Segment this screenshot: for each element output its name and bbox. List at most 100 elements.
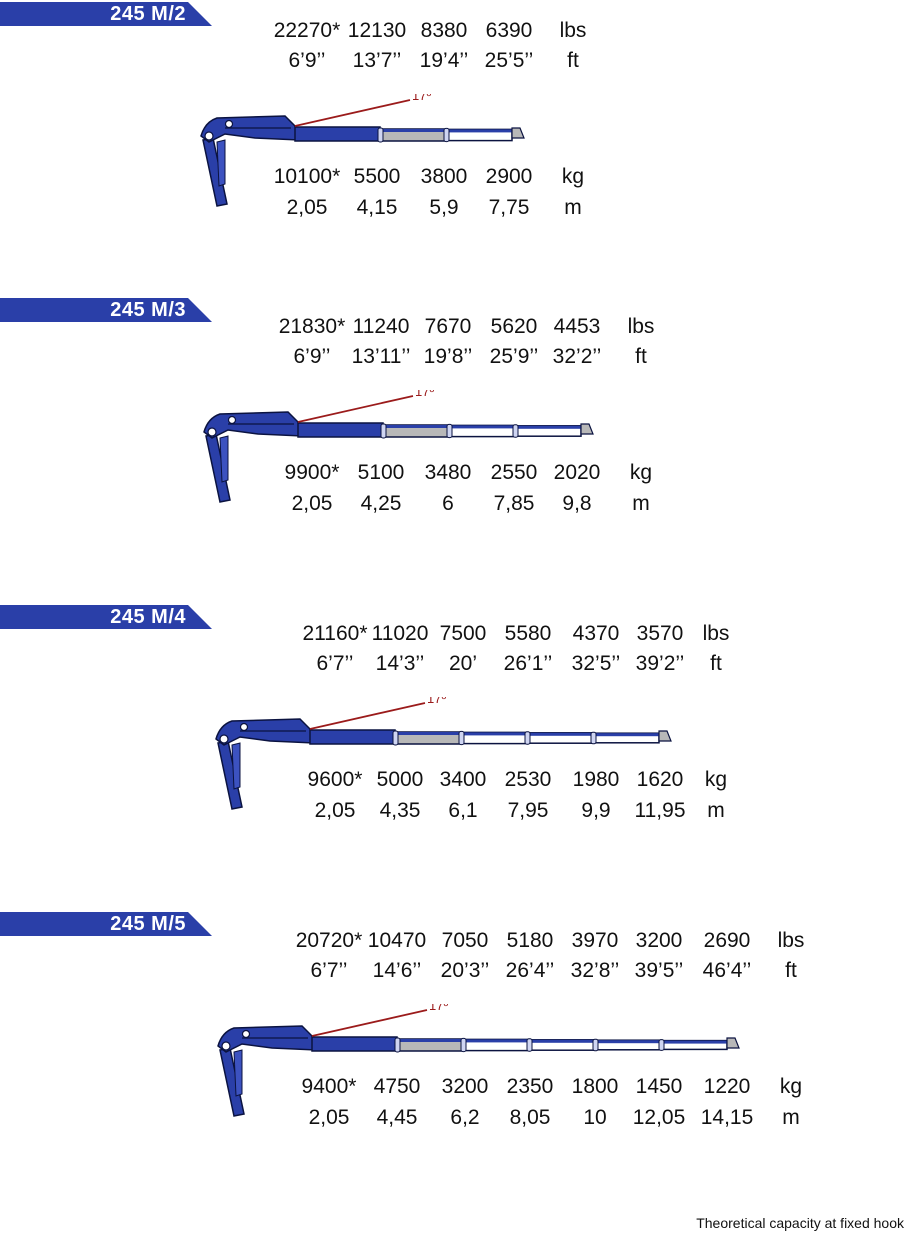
angle-label: 17º [412,94,431,103]
value-ft: 32’8’’ [570,959,620,982]
crane-diagram: 17º [203,390,594,503]
angle-indicator-line [311,1009,428,1037]
value-lbs: 5180 [506,929,554,952]
value-m: 6,1 [448,799,478,822]
unit-ft: ft [635,345,647,368]
value-ft: 20’ [448,652,478,675]
crane-diagram: 17º [215,697,672,810]
model-tag: 245 M/5 [0,912,212,936]
value-m: 6,2 [450,1106,480,1129]
unit-lbs: lbs [559,19,587,42]
crane-boom-section [294,126,381,142]
value-lbs: 3200 [635,929,683,952]
value-kg: 2020 [553,461,601,484]
value-lbs: 11020 [371,622,429,645]
value-ft: 39’5’’ [634,959,684,982]
value-kg: 3200 [441,1075,489,1098]
value-kg: 10100* [273,165,341,188]
value-ft: 14’6’’ [372,959,422,982]
value-m: 4,15 [356,196,398,219]
value-ft: 6’7’’ [316,652,354,675]
crane-boom-section [309,729,396,745]
value-m: 6 [442,492,454,515]
unit-m: m [707,799,725,822]
angle-label: 17º [415,390,434,399]
value-ft: 26’1’’ [503,652,553,675]
value-lbs: 8380 [420,19,468,42]
model-name: 245 M/4 [110,606,186,628]
unit-lbs: lbs [702,622,730,645]
crane-main-arm [217,1025,317,1053]
value-ft: 20’3’’ [440,959,490,982]
value-ft: 25’9’’ [489,345,539,368]
value-ft: 39’2’’ [635,652,685,675]
value-m: 2,05 [314,799,356,822]
value-ft: 13’11’’ [351,345,411,368]
value-kg: 3400 [439,768,487,791]
crane-main-arm [215,718,315,746]
value-kg: 2530 [504,768,552,791]
value-m: 2,05 [308,1106,350,1129]
unit-kg: kg [779,1075,803,1098]
value-m: 10 [583,1106,607,1129]
unit-m: m [564,196,582,219]
unit-ft: ft [710,652,722,675]
value-lbs: 12130 [347,19,407,42]
value-kg: 2550 [490,461,538,484]
value-m: 4,35 [379,799,421,822]
crane-diagram: 17º [200,94,525,207]
value-m: 4,25 [360,492,402,515]
value-m: 2,05 [286,196,328,219]
value-kg: 5100 [357,461,405,484]
model-name: 245 M/5 [110,913,186,935]
value-lbs: 22270* [273,19,341,42]
value-lbs: 7500 [439,622,487,645]
value-lbs: 2690 [703,929,751,952]
value-kg: 3800 [420,165,468,188]
unit-kg: kg [629,461,653,484]
value-kg: 9600* [307,768,363,791]
value-ft: 19’4’’ [419,49,469,72]
value-ft: 13’7’’ [352,49,402,72]
model-tag: 245 M/2 [0,2,212,26]
unit-lbs: lbs [627,315,655,338]
value-m: 7,75 [488,196,530,219]
unit-m: m [632,492,650,515]
unit-m: m [782,1106,800,1129]
crane-boom-section [297,422,384,438]
crane-main-arm [203,411,303,439]
crane-main-arm [200,115,300,143]
footnote: Theoretical capacity at fixed hook [696,1215,904,1231]
angle-indicator-line [294,99,411,127]
value-lbs: 11240 [352,315,410,338]
value-m: 9,9 [581,799,611,822]
model-tag: 245 M/4 [0,605,212,629]
angle-indicator-line [297,395,414,423]
value-ft: 6’9’’ [293,345,331,368]
value-lbs: 7050 [441,929,489,952]
value-m: 2,05 [291,492,333,515]
value-m: 9,8 [562,492,592,515]
unit-ft: ft [785,959,797,982]
unit-ft: ft [567,49,579,72]
value-ft: 26’4’’ [505,959,555,982]
value-lbs: 10470 [367,929,427,952]
value-lbs: 7670 [424,315,472,338]
value-m: 4,45 [376,1106,418,1129]
value-lbs: 5620 [490,315,538,338]
value-ft: 32’2’’ [552,345,602,368]
angle-label: 17º [429,1004,448,1013]
angle-indicator-line [309,702,426,730]
angle-label: 17º [427,697,446,706]
value-ft: 6’7’’ [310,959,348,982]
model-name: 245 M/2 [110,3,186,25]
value-m: 14,15 [700,1106,754,1129]
value-m: 5,9 [429,196,459,219]
value-m: 7,95 [507,799,549,822]
value-m: 12,05 [632,1106,686,1129]
value-kg: 5000 [376,768,424,791]
value-lbs: 3570 [636,622,684,645]
